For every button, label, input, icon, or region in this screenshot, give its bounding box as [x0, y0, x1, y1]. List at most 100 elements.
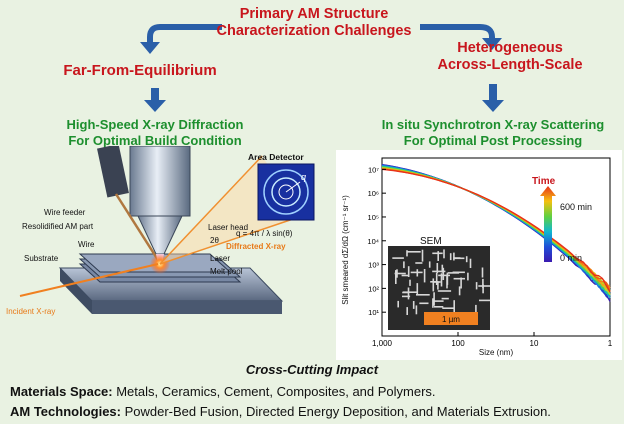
hsxrd-illustration: q Area Detector q = 4π / λ sin(θ) Wire f…	[6, 146, 315, 316]
sem-precipitate	[441, 264, 444, 273]
resolidified-label: Resolidified AM part	[22, 222, 94, 231]
sem-precipitate	[453, 277, 465, 280]
legend-title: Time	[532, 176, 556, 187]
q-vector	[285, 181, 301, 193]
sem-precipitate	[475, 282, 478, 290]
am-technologies-text: Powder-Bed Fusion, Directed Energy Depos…	[120, 404, 551, 419]
area-detector	[257, 163, 315, 221]
sem-precipitate	[415, 305, 418, 315]
laser-label: Laser	[210, 254, 230, 263]
sem-precipitate	[432, 270, 446, 273]
plot-area	[381, 157, 611, 337]
y-tick-label: 10¹	[368, 308, 379, 317]
sem-precipitate	[419, 302, 429, 305]
arrow-down-right-head	[482, 100, 504, 112]
sem-precipitate	[481, 267, 484, 278]
sem-precipitate	[465, 256, 468, 263]
sem-precipitate	[438, 274, 450, 277]
sem-precipitate	[452, 271, 465, 274]
sem-precipitate	[453, 252, 455, 261]
arrow-to-left	[147, 24, 222, 44]
right-heading: Heterogeneous Across-Length-Scale	[400, 40, 620, 74]
sem-precipitate	[467, 272, 469, 281]
right-heading-line-2: Across-Length-Scale	[437, 57, 583, 73]
x-axis-label: Size (nm)	[479, 348, 514, 357]
y-tick-label: 10⁶	[368, 189, 379, 198]
y-tick-label: 10³	[368, 261, 379, 270]
main-title: Primary AM Structure Characterization Ch…	[200, 6, 428, 40]
sem-precipitate	[403, 261, 405, 269]
arrow-down-left-head	[144, 100, 166, 112]
sem-precipitate	[392, 257, 404, 259]
am-technologies-label: AM Technologies:	[10, 404, 121, 419]
scale-bar	[424, 312, 478, 325]
right-sub-line-1: In situ Synchrotron X-ray Scattering	[381, 117, 605, 132]
detector-ring-3	[278, 184, 294, 200]
sem-precipitate	[433, 292, 435, 306]
detector-ring-1	[263, 169, 309, 215]
diffracted-edge-2	[159, 215, 303, 265]
sem-precipitate	[446, 274, 448, 289]
right-heading-line-1: Heterogeneous	[457, 40, 563, 56]
sem-precipitate	[402, 295, 411, 298]
sem-precipitate	[453, 257, 461, 259]
scale-bar-label: 1 µm	[442, 315, 460, 324]
sem-precipitate	[421, 249, 424, 262]
sem-precipitate	[449, 253, 452, 261]
left-subheading: High-Speed X-ray Diffraction For Optimal…	[40, 117, 270, 149]
sem-precipitate	[401, 274, 410, 277]
y-tick-label: 10⁷	[368, 165, 379, 174]
sem-precipitate	[434, 306, 444, 308]
sem-precipitate	[433, 300, 444, 302]
x-tick-label: 10	[530, 339, 539, 348]
sem-precipitate	[478, 285, 490, 287]
title-line-2: Characterization Challenges	[216, 23, 412, 39]
wire-feeder-label: Wire feeder	[44, 208, 86, 217]
sem-precipitate	[432, 298, 434, 308]
sem-precipitate	[433, 281, 441, 283]
sem-precipitate	[460, 277, 462, 289]
sem-precipitate	[394, 272, 406, 275]
sem-precipitate	[407, 287, 410, 300]
sem-precipitate	[469, 258, 472, 268]
series-group	[381, 163, 611, 302]
sem-precipitate	[437, 251, 439, 261]
sem-precipitate	[412, 301, 415, 309]
bragg-formula: q = 4π / λ sin(θ)	[236, 229, 293, 238]
arrow-head-right	[482, 38, 502, 50]
wire-feeder-body	[97, 146, 129, 198]
left-sub-line-2: For Optimal Build Condition	[68, 133, 242, 148]
sem-precipitate	[436, 263, 439, 274]
sem-precipitate	[432, 278, 435, 292]
sem-precipitate	[406, 250, 408, 257]
sem-precipitate	[406, 307, 408, 315]
sem-inset: 1 µm SEM	[388, 236, 491, 330]
incident-label: Incident X-ray	[6, 307, 55, 316]
wire	[114, 193, 160, 261]
left-sub-line-1: High-Speed X-ray Diffraction	[66, 117, 244, 132]
materials-space-line: Materials Space: Metals, Ceramics, Cemen…	[10, 384, 436, 399]
substrate-label: Substrate	[24, 254, 59, 263]
am-technologies-line: AM Technologies: Powder-Bed Fusion, Dire…	[10, 404, 551, 419]
materials-space-text: Metals, Ceramics, Cement, Composites, an…	[112, 384, 436, 399]
x-tick-label: 1	[608, 339, 613, 348]
legend-max: 600 min	[560, 202, 592, 212]
diffracted-label: Diffracted X-ray	[226, 242, 286, 251]
sem-precipitate	[441, 297, 449, 300]
arrow-head-left	[140, 42, 160, 54]
y-tick-label: 10⁴	[367, 237, 379, 246]
x-tick-label: 1,000	[372, 339, 393, 348]
cross-cutting-title: Cross-Cutting Impact	[245, 362, 379, 377]
y-tick-label: 10²	[368, 284, 379, 293]
sem-precipitate	[397, 300, 399, 308]
sem-precipitate	[440, 273, 443, 287]
laser-head-body	[129, 146, 191, 217]
sem-precipitate	[475, 304, 477, 319]
sem-precipitate	[395, 270, 397, 284]
sem-precipitate	[482, 278, 484, 288]
sem-precipitate	[407, 266, 410, 277]
sem-precipitate	[416, 269, 419, 277]
sem-precipitate	[443, 249, 445, 259]
